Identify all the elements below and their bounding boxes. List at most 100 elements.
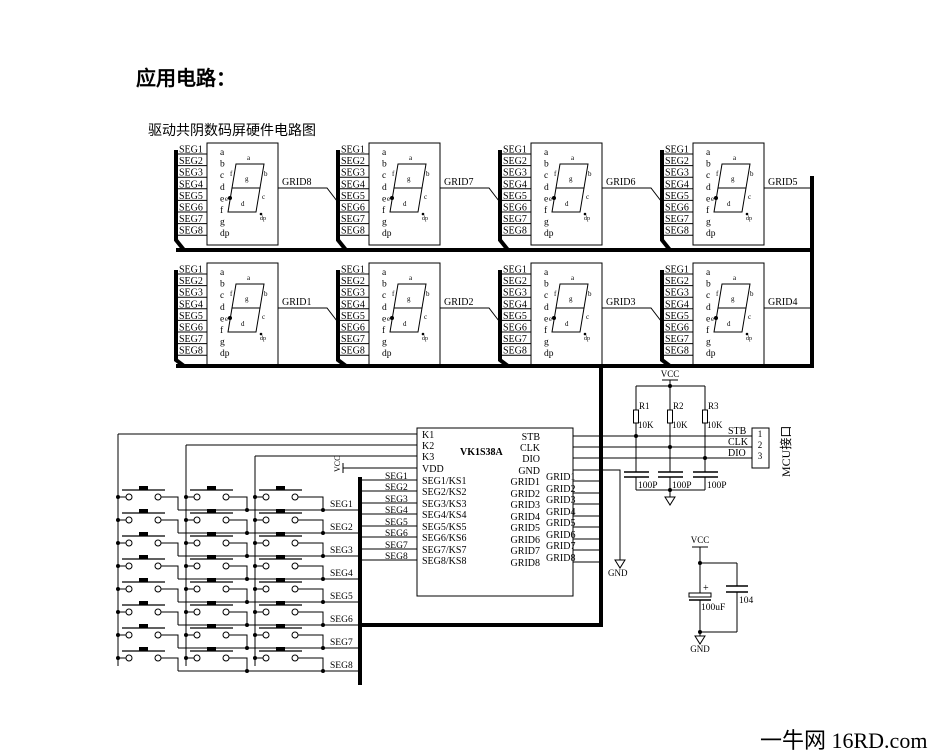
junction-dot: [634, 434, 638, 438]
segment-pin-label: a: [382, 268, 387, 278]
digit-label-a: a: [409, 274, 413, 282]
grid-wire: [602, 307, 662, 322]
switch-contact: [154, 631, 162, 639]
segment-pin-label: g: [544, 218, 549, 228]
switch-wire: [161, 588, 179, 602]
mcu-pin-number: 1: [758, 429, 763, 439]
resistor-ref: R1: [639, 401, 650, 411]
switch-wire: [229, 496, 248, 510]
segment-pin-label: e: [544, 314, 548, 324]
seg-label: SEG4: [665, 299, 689, 310]
key-switch: [262, 539, 299, 547]
segment-pin-label: g: [706, 218, 711, 228]
digit-label-f: f: [716, 290, 719, 298]
segment-pin-label: dp: [706, 349, 716, 359]
seg-label: SEG2: [665, 156, 689, 167]
key-switch: [125, 631, 162, 639]
segment-pin-label: b: [382, 280, 387, 290]
chip-pin-right: GRID4: [511, 512, 540, 523]
chip-pin-left: SEG4/KS4: [422, 510, 466, 521]
switch-contact: [125, 539, 133, 547]
digit-label-g: g: [407, 295, 411, 303]
junction-dot: [714, 196, 718, 200]
grid-wire: [278, 187, 338, 202]
digit-label-g: g: [245, 295, 249, 303]
seg-label: SEG1: [665, 145, 689, 156]
digit-lower-segments: [389, 187, 423, 213]
digit-label-g: g: [407, 175, 411, 183]
segment-pin-label: c: [544, 291, 548, 301]
switch-wire: [229, 542, 248, 556]
seg-label: SEG7: [179, 214, 203, 225]
seg-label: SEG2: [665, 276, 689, 287]
switch-button: [139, 624, 148, 628]
digit-label-b: b: [264, 290, 268, 298]
seg-net-label: SEG4: [385, 506, 408, 516]
digit-label-e: e: [549, 315, 552, 323]
digit-label-dp: dp: [422, 336, 428, 342]
chip-pin-left: SEG8/KS8: [422, 556, 466, 567]
digit-label-c: c: [748, 193, 751, 201]
digit-label-e: e: [711, 195, 714, 203]
chip-pin-left: SEG3/KS3: [422, 499, 466, 510]
chip-pin-right: GRID6: [511, 535, 540, 546]
seg-label: SEG4: [503, 179, 527, 190]
switch-wire: [298, 496, 324, 510]
seg-label: SEG5: [665, 191, 689, 202]
key-switch: [193, 654, 230, 662]
switch-button: [207, 532, 216, 536]
segment-pin-label: c: [544, 171, 548, 181]
grid-label: GRID4: [768, 297, 797, 308]
seg-net-label: SEG3: [385, 495, 408, 505]
segment-pin-label: b: [706, 160, 711, 170]
seg-label: SEG1: [503, 265, 527, 276]
segment-pin-label: a: [544, 148, 549, 158]
segment-pin-label: g: [544, 338, 549, 348]
key-switch: [193, 562, 230, 570]
digit-label-d: d: [565, 200, 569, 208]
chip-pin-right: GND: [518, 466, 540, 477]
segment-pin-label: a: [382, 148, 387, 158]
seg-label: SEG8: [665, 346, 689, 357]
resistor-ref: R3: [708, 401, 719, 411]
grid-net-label: GRID6: [546, 530, 575, 541]
switch-contact: [125, 516, 133, 524]
seg-label: SEG2: [503, 156, 527, 167]
digit-label-g: g: [731, 295, 735, 303]
switch-button: [207, 647, 216, 651]
seg-label: SEG7: [665, 214, 689, 225]
display-box: [206, 262, 279, 366]
grid-wire: [440, 187, 500, 202]
switch-contact: [154, 654, 162, 662]
switch-contact: [193, 654, 201, 662]
junction-dot: [668, 445, 672, 449]
grid-wire: [278, 307, 338, 322]
digit-label-a: a: [247, 154, 251, 162]
segment-pin-label: d: [220, 303, 225, 313]
seg-net-label: SEG8: [385, 552, 408, 562]
grid-net-label: GRID3: [546, 495, 575, 506]
grid-label: GRID7: [444, 177, 473, 188]
key-switch: [262, 608, 299, 616]
display-box: [206, 142, 279, 246]
segment-pin-label: d: [706, 303, 711, 313]
chip-pin-right: DIO: [522, 454, 540, 465]
switch-contact: [154, 539, 162, 547]
chip-pin-right: GRID8: [511, 558, 540, 569]
digit-label-a: a: [733, 274, 737, 282]
segment-pin-label: f: [544, 205, 548, 216]
seg-label: SEG4: [341, 179, 365, 190]
switch-contact: [291, 493, 299, 501]
digit-label-f: f: [554, 170, 557, 178]
seg-label: SEG8: [503, 346, 527, 357]
switch-button: [207, 601, 216, 605]
digit-label-dp: dp: [584, 216, 590, 222]
chip-pin-left: SEG1/KS1: [422, 476, 466, 487]
segment-pin-label: dp: [544, 229, 554, 239]
seg-label: SEG3: [503, 168, 527, 179]
segment-pin-label: dp: [382, 349, 392, 359]
page-title: 应用电路：: [136, 66, 236, 90]
junction-dot: [714, 316, 718, 320]
switch-wire: [161, 496, 179, 510]
